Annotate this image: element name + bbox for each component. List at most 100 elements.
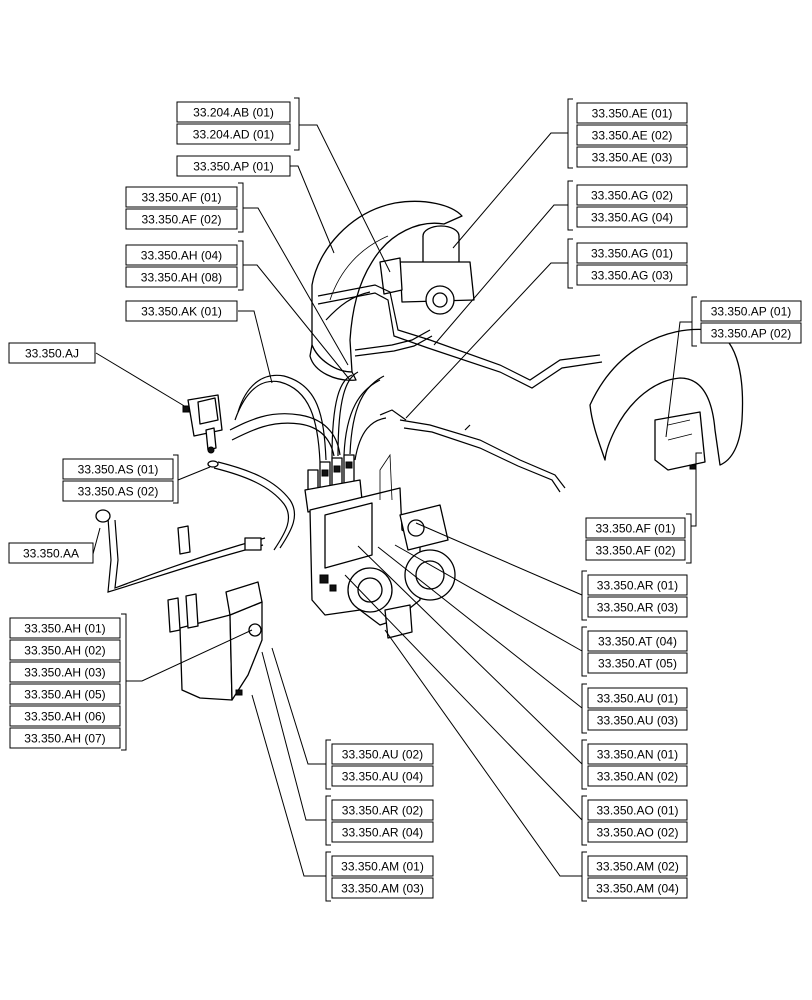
leader-c17	[377, 546, 583, 709]
callout-c15[interactable]: 33.350.AR (01) 33.350.AR (03)	[581, 570, 688, 621]
control-pipes	[229, 371, 387, 463]
leader-c20	[384, 629, 582, 877]
leader-c2	[290, 165, 335, 254]
callout-label: 33.350.AE (01)	[592, 107, 673, 121]
callout-label: 33.350.AH (05)	[24, 688, 105, 702]
machine-drawing	[95, 200, 744, 701]
callout-c2[interactable]: 33.350.AP (01)	[176, 155, 291, 177]
callout-label: 33.350.AR (02)	[342, 804, 423, 818]
callout-label: 33.350.AU (04)	[342, 770, 423, 784]
upper-pipes	[317, 284, 603, 493]
right-fender	[589, 328, 744, 471]
callout-label: 33.350.AG (02)	[591, 189, 673, 203]
callout-label: 33.350.AH (03)	[24, 666, 105, 680]
callout-c21[interactable]: 33.350.AU (02) 33.350.AU (04)	[325, 739, 434, 790]
callout-label: 33.350.AN (01)	[597, 748, 678, 762]
callout-label: 33.350.AS (01)	[78, 463, 159, 477]
callout-label: 33.350.AH (01)	[24, 622, 105, 636]
callout-c8[interactable]: 33.350.AA	[8, 542, 94, 564]
leader-c18	[357, 545, 583, 765]
callout-label: 33.350.AF (02)	[141, 213, 221, 227]
callout-c6[interactable]: 33.350.AJ	[8, 342, 96, 364]
callout-c19[interactable]: 33.350.AO (01) 33.350.AO (02)	[581, 795, 688, 846]
callout-label: 33.350.AP (01)	[193, 160, 274, 174]
callout-label: 33.350.AM (01)	[341, 860, 424, 874]
callout-label: 33.350.AM (04)	[596, 882, 679, 896]
callout-c11[interactable]: 33.350.AG (02) 33.350.AG (04)	[567, 180, 688, 231]
callout-c13[interactable]: 33.350.AP (01) 33.350.AP (02)	[691, 296, 802, 347]
callout-label: 33.350.AH (04)	[141, 249, 222, 263]
callout-label: 33.350.AJ	[25, 347, 79, 361]
callout-label: 33.350.AR (03)	[597, 601, 678, 615]
left-fender	[309, 200, 463, 381]
callout-c22[interactable]: 33.350.AR (02) 33.350.AR (04)	[325, 795, 434, 846]
callout-label: 33.350.AU (02)	[342, 748, 423, 762]
leader-lines	[92, 124, 702, 877]
callout-c16[interactable]: 33.350.AT (04) 33.350.AT (05)	[581, 626, 688, 677]
callout-c17[interactable]: 33.350.AU (01) 33.350.AU (03)	[581, 683, 688, 734]
hand-valve	[182, 394, 223, 454]
callout-c20[interactable]: 33.350.AM (02) 33.350.AM (04)	[581, 851, 688, 902]
callout-c23[interactable]: 33.350.AM (01) 33.350.AM (03)	[325, 851, 434, 902]
callout-label: 33.350.AH (06)	[24, 710, 105, 724]
callout-label: 33.350.AT (04)	[598, 635, 677, 649]
callout-label: 33.350.AG (03)	[591, 269, 673, 283]
callout-label: 33.350.AP (01)	[711, 305, 792, 319]
callout-label: 33.350.AR (01)	[597, 579, 678, 593]
callout-label: 33.204.AB (01)	[193, 106, 274, 120]
transmission-housing	[309, 453, 456, 639]
callout-c3[interactable]: 33.350.AF (01) 33.350.AF (02)	[125, 182, 244, 233]
callout-label: 33.350.AS (02)	[78, 485, 159, 499]
callout-c7[interactable]: 33.350.AS (01) 33.350.AS (02)	[62, 454, 179, 504]
leader-c22	[261, 651, 326, 821]
leader-c9	[126, 629, 253, 682]
callout-c4[interactable]: 33.350.AH (04) 33.350.AH (08)	[125, 240, 244, 291]
leader-c8	[92, 527, 101, 555]
leader-c14	[691, 452, 702, 527]
callout-label: 33.350.AU (03)	[597, 714, 678, 728]
leader-c12	[405, 262, 568, 419]
callout-c1[interactable]: 33.204.AB (01) 33.204.AD (01)	[176, 97, 300, 151]
callout-label: 33.350.AE (02)	[592, 129, 673, 143]
callout-c10[interactable]: 33.350.AE (01) 33.350.AE (02) 33.350.AE …	[567, 98, 688, 169]
callout-label: 33.350.AM (02)	[596, 860, 679, 874]
callout-label: 33.350.AN (02)	[597, 770, 678, 784]
leader-c7	[177, 466, 211, 481]
support-bracket	[167, 581, 263, 701]
leader-c16	[394, 544, 583, 652]
callout-label: 33.350.AH (02)	[24, 644, 105, 658]
leader-c21	[271, 647, 326, 765]
leader-c15	[415, 522, 583, 596]
leader-c19	[344, 574, 583, 821]
callout-label: 33.350.AO (01)	[596, 804, 678, 818]
callout-label: 33.350.AF (01)	[595, 522, 675, 536]
leader-c5	[238, 310, 273, 384]
leader-c3	[243, 207, 349, 366]
callout-c18[interactable]: 33.350.AN (01) 33.350.AN (02)	[581, 739, 688, 790]
leader-c4	[243, 264, 351, 381]
callout-c12[interactable]: 33.350.AG (01) 33.350.AG (03)	[567, 238, 688, 289]
callout-label: 33.350.AH (07)	[24, 732, 105, 746]
callout-label: 33.204.AD (01)	[193, 128, 274, 142]
callout-c9[interactable]: 33.350.AH (01) 33.350.AH (02) 33.350.AH …	[9, 613, 127, 751]
callout-label: 33.350.AM (03)	[341, 882, 424, 896]
leader-c1	[299, 124, 391, 273]
callout-label: 33.350.AE (03)	[592, 151, 673, 165]
callout-label: 33.350.AU (01)	[597, 692, 678, 706]
leader-c11	[433, 204, 568, 346]
callout-label: 33.350.AF (02)	[595, 544, 675, 558]
leader-c6	[95, 352, 187, 408]
leader-c13	[665, 321, 692, 438]
leader-c10	[452, 132, 568, 249]
callout-label: 33.350.AH (08)	[141, 271, 222, 285]
callout-label: 33.350.AT (05)	[598, 657, 677, 671]
filter-assembly	[379, 225, 475, 315]
callout-c14[interactable]: 33.350.AF (01) 33.350.AF (02)	[585, 513, 692, 564]
callout-label: 33.350.AF (01)	[141, 191, 221, 205]
callout-label: 33.350.AG (01)	[591, 247, 673, 261]
callout-label: 33.350.AP (02)	[711, 327, 792, 341]
lower-pipes	[95, 460, 295, 593]
callout-label: 33.350.AR (04)	[342, 826, 423, 840]
callout-c5[interactable]: 33.350.AK (01)	[125, 300, 238, 322]
